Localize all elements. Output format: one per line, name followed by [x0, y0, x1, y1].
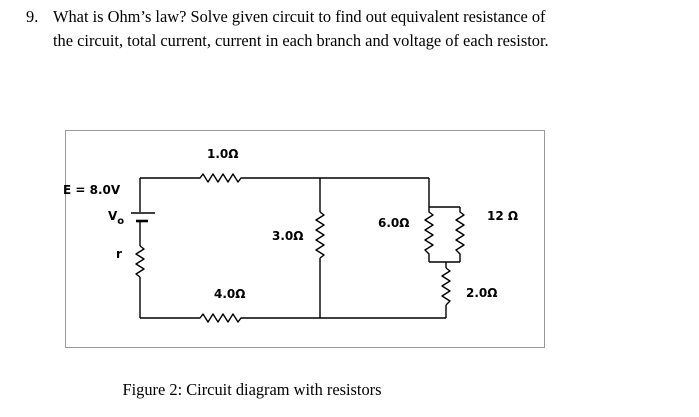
label-v0-subscript: o	[117, 216, 124, 227]
question-line-1: 9. What is Ohm’s law? Solve given circuit…	[26, 5, 686, 29]
label-r-middle: 3.0Ω	[272, 229, 303, 243]
question-line-1-text: What is Ohm’s law? Solve given circuit t…	[53, 7, 546, 26]
resistor-1ohm	[140, 173, 320, 183]
resistor-6ohm	[424, 207, 434, 262]
label-emf: E = 8.0V	[63, 183, 121, 197]
label-r-series2: 2.0Ω	[466, 286, 497, 300]
figure-caption: Figure 2: Circuit diagram with resistors	[122, 380, 382, 399]
resistor-12ohm	[455, 207, 465, 262]
resistor-4ohm	[140, 313, 320, 323]
resistor-2ohm	[441, 267, 451, 306]
question-line-2: the circuit, total current, current in e…	[53, 31, 549, 50]
label-r-bottom: 4.0Ω	[214, 287, 245, 301]
label-v0-main: V	[108, 209, 118, 223]
label-r-internal: r	[116, 247, 122, 261]
resistor-internal	[135, 245, 145, 278]
label-r-branch12: 12 Ω	[487, 209, 518, 223]
label-v0: Vo	[108, 209, 124, 227]
label-r-branch6: 6.0Ω	[378, 216, 409, 230]
question-number: 9.	[26, 7, 39, 26]
label-r-top: 1.0Ω	[207, 147, 238, 161]
figure-frame	[65, 130, 545, 348]
resistor-3ohm	[315, 211, 325, 259]
question-text: 9. What is Ohm’s law? Solve given circuit…	[26, 5, 686, 53]
